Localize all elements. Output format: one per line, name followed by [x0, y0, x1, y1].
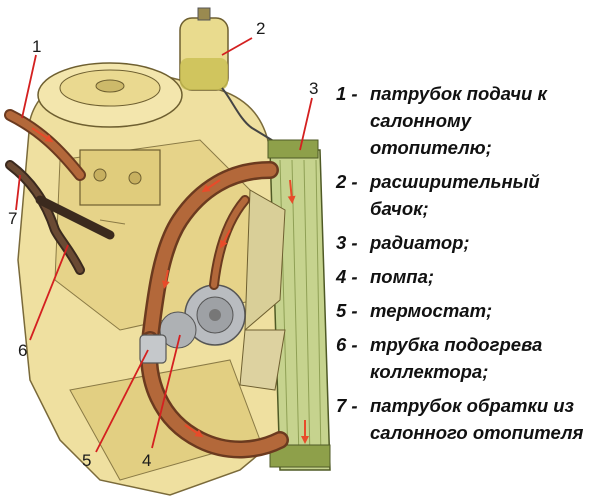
hoses — [4, 109, 289, 459]
fan — [239, 189, 286, 391]
callout-2: 2 — [256, 19, 265, 38]
legend-item: 2 - расширительный бачок; — [336, 168, 596, 222]
legend-number: 7 - — [336, 395, 358, 416]
legend-number: 5 - — [336, 300, 358, 321]
legend-item: 1 - патрубок подачи к салонному отопителю… — [336, 80, 596, 161]
thermostat — [139, 334, 167, 364]
legend-text: радиатор; — [370, 232, 470, 253]
legend-number: 4 - — [336, 266, 358, 287]
legend: 1 - патрубок подачи к салонному отопителю… — [336, 80, 596, 453]
legend-number: 6 - — [336, 334, 358, 355]
legend-text: трубка подогрева коллектора; — [370, 334, 543, 382]
legend-number: 3 - — [336, 232, 358, 253]
legend-item: 3 - радиатор; — [336, 229, 596, 256]
legend-text: патрубок подачи к салонному отопителю; — [370, 83, 547, 158]
carburetor — [79, 149, 161, 206]
legend-item: 6 - трубка подогрева коллектора; — [336, 331, 596, 385]
leader-lines — [15, 37, 313, 453]
legend-text: расширительный бачок; — [370, 171, 540, 219]
air-filter — [37, 62, 183, 128]
legend-item: 5 - термостат; — [336, 297, 596, 324]
legend-number: 1 - — [336, 83, 358, 104]
callout-4: 4 — [142, 451, 151, 470]
callout-3: 3 — [309, 79, 318, 98]
radiator — [267, 139, 331, 471]
callout-6: 6 — [18, 341, 27, 360]
callout-1: 1 — [32, 37, 41, 56]
legend-text: патрубок обратки из салонного отопителя — [370, 395, 584, 443]
legend-number: 2 - — [336, 171, 358, 192]
callout-5: 5 — [82, 451, 91, 470]
water-pump — [159, 284, 246, 349]
legend-item: 4 - помпа; — [336, 263, 596, 290]
legend-text: термостат; — [370, 300, 493, 321]
callout-7: 7 — [8, 209, 17, 228]
legend-item: 7 - патрубок обратки из салонного отопите… — [336, 392, 596, 446]
flow-arrows — [31, 127, 309, 444]
expansion-tank — [179, 7, 276, 143]
legend-text: помпа; — [370, 266, 435, 287]
